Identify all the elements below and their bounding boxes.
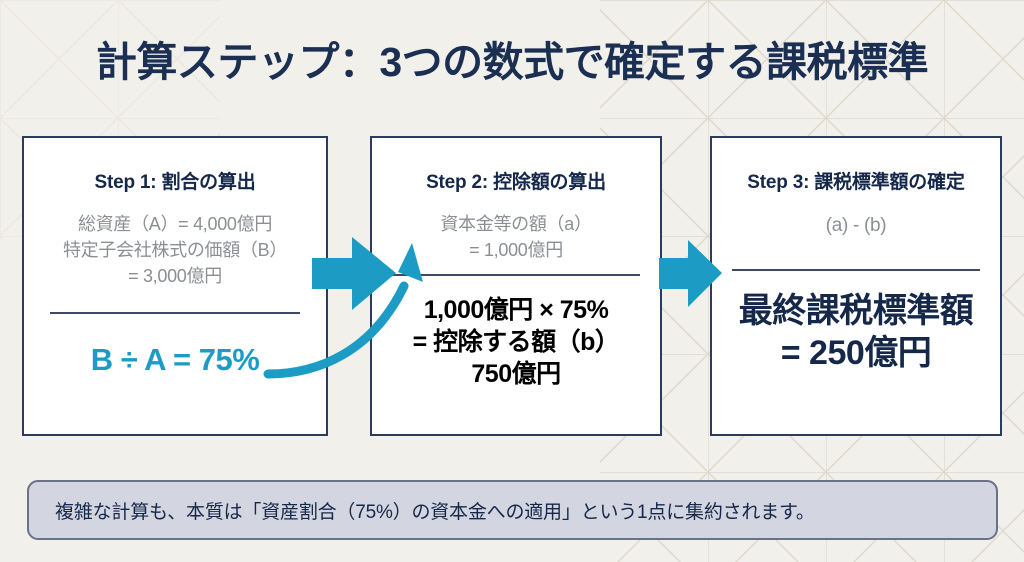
step-3-result-line-1: 最終課税標準額 <box>738 292 974 331</box>
step-1-title: Step 1: 割合の算出 <box>94 172 256 193</box>
step-1-body: 総資産（A）= 4,000億円 特定子会社株式の価額（B） = 3,000億円 <box>24 212 326 290</box>
step-2-line-2: = 1,000億円 <box>469 239 563 260</box>
step-2-result: 1,000億円 × 75% = 控除する額（b） 750億円 <box>372 294 660 390</box>
step-1-result: B ÷ A = 75% <box>90 341 260 377</box>
step-card-2: Step 2: 控除額の算出 資本金等の額（a） = 1,000億円 1,000… <box>370 136 662 436</box>
step-3-divider <box>732 269 980 272</box>
step-3-result: 最終課税標準額 = 250億円 <box>712 291 1000 374</box>
step-3-line-1: (a) - (b) <box>825 215 887 236</box>
step-1-line-2: 特定子会社株式の価額（B） <box>62 239 288 260</box>
step-3-title: Step 3: 課税標準額の確定 <box>747 172 965 193</box>
step-card-1: Step 1: 割合の算出 総資産（A）= 4,000億円 特定子会社株式の価額… <box>22 136 328 436</box>
step-card-3: Step 3: 課税標準額の確定 (a) - (b) 最終課税標準額 = 250… <box>710 136 1002 436</box>
summary-caption-bar: 複雑な計算も、本質は「資産割合（75%）の資本金への適用」という1点に集約されま… <box>27 480 998 540</box>
page-title: 計算ステップ：3つの数式で確定する課税標準 <box>95 39 929 85</box>
step-2-divider <box>392 273 640 276</box>
summary-caption-text: 複雑な計算も、本質は「資産割合（75%）の資本金への適用」という1点に集約されま… <box>55 501 815 523</box>
step-2-result-line-1: 1,000億円 × 75% <box>423 295 609 324</box>
step-1-line-1: 総資産（A）= 4,000億円 <box>77 214 273 234</box>
step-3-result-line-2: = 250億円 <box>780 333 932 372</box>
step-2-line-1: 資本金等の額（a） <box>440 214 592 234</box>
step-2-result-line-2: = 控除する額（b） <box>412 327 620 356</box>
step-3-body: (a) - (b) <box>712 212 1000 239</box>
step-2-result-line-3: 750億円 <box>471 359 561 388</box>
step-1-divider <box>50 311 300 314</box>
step-2-body: 資本金等の額（a） = 1,000億円 <box>372 212 660 264</box>
step-2-title: Step 2: 控除額の算出 <box>426 172 606 193</box>
step-1-line-3: = 3,000億円 <box>128 265 222 286</box>
